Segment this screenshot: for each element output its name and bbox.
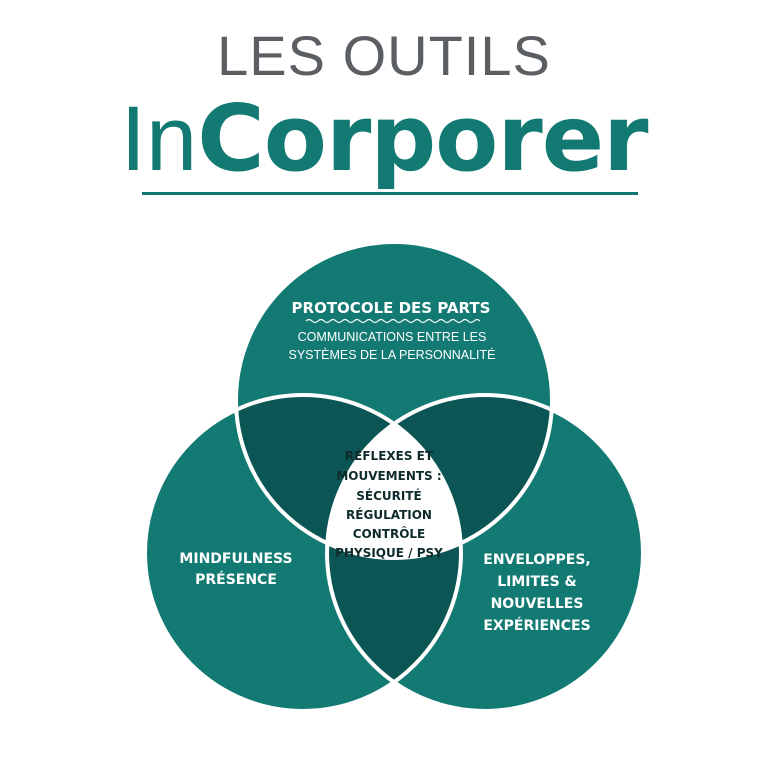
center-label-line6: PHYSIQUE / PSY: [335, 546, 443, 560]
top-circle-title: PROTOCOLE DES PARTS: [292, 299, 491, 317]
center-label-line4: RÉGULATION: [346, 507, 432, 522]
brand-title-light: In: [120, 88, 198, 190]
venn-outline-right: [325, 393, 645, 713]
left-circle-label-line1: MINDFULNESS: [179, 551, 292, 567]
wavy-underline: [305, 318, 481, 324]
center-label-line3: SÉCURITÉ: [356, 488, 421, 503]
center-label-line1: RÉFLEXES ET: [345, 448, 434, 463]
right-circle-label-line1: ENVELOPPES,: [483, 552, 591, 568]
right-circle-label-line4: EXPÉRIENCES: [483, 617, 590, 634]
right-circle-label-line2: LIMITES &: [497, 574, 577, 590]
venn-outline-left: [143, 393, 463, 713]
top-circle-subtitle-line1: COMMUNICATIONS ENTRE LES: [298, 330, 487, 344]
venn-outline-top: [234, 240, 554, 560]
top-circle-subtitle-line2: SYSTÈMES DE LA PERSONNALITÉ: [288, 347, 495, 362]
left-circle-label-line2: PRÉSENCE: [195, 571, 277, 588]
center-label-line2: MOUVEMENTS :: [336, 469, 441, 483]
brand-title: InCorporer: [0, 84, 768, 194]
right-circle-label-line3: NOUVELLES: [491, 596, 584, 612]
title-kicker: LES OUTILS: [217, 24, 551, 87]
title-divider: [142, 192, 638, 195]
center-label-line5: CONTRÔLE: [353, 526, 426, 541]
brand-title-bold: Corporer: [197, 85, 648, 192]
venn-center-region: [327, 395, 461, 558]
